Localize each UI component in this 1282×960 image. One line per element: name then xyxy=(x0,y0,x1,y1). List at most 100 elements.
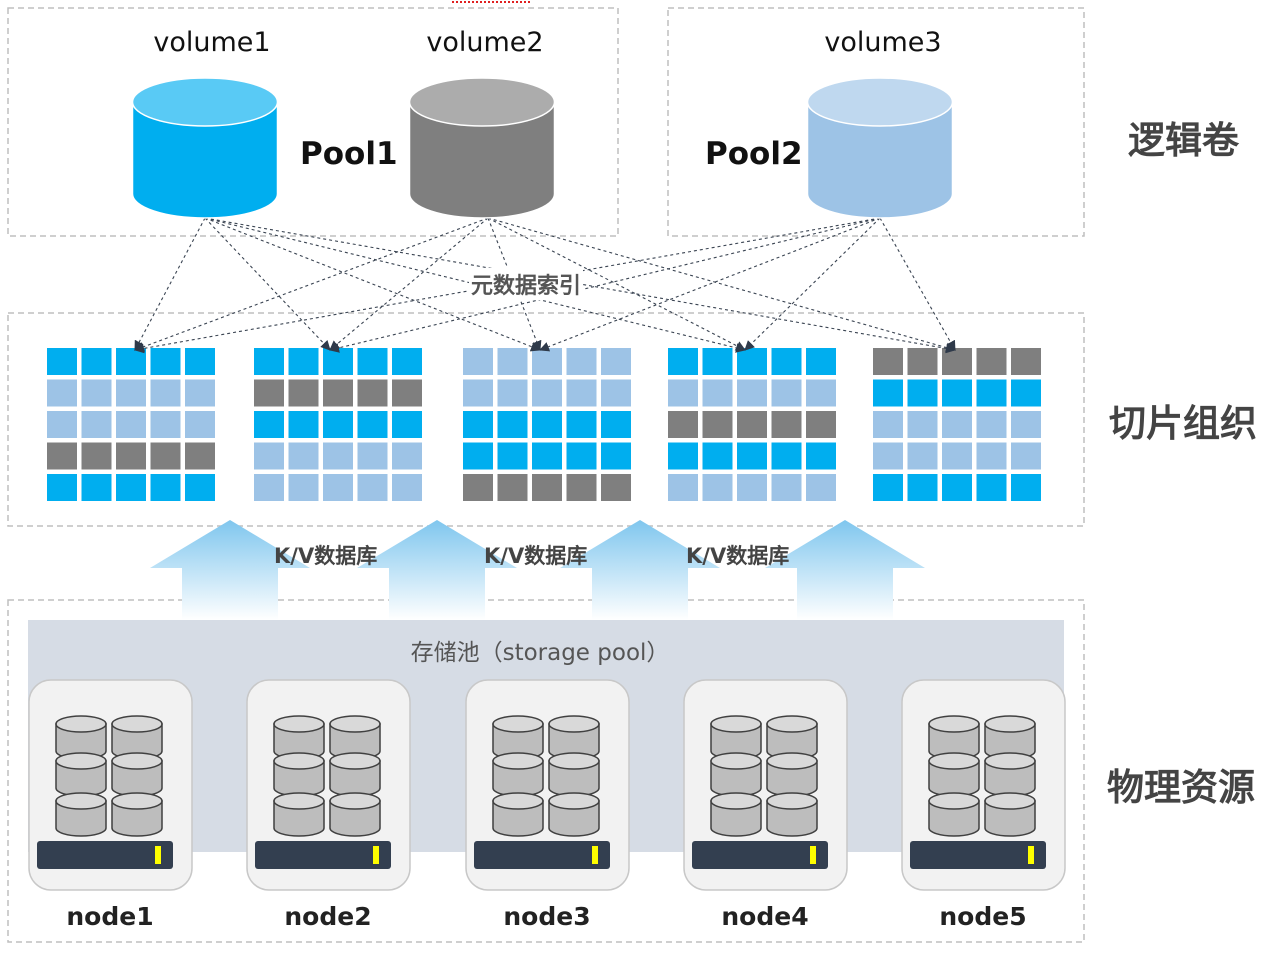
slice-cell xyxy=(288,442,319,470)
slice-cell xyxy=(668,379,698,407)
slice-cell xyxy=(463,379,493,407)
slice-cell xyxy=(873,442,903,470)
slice-cell xyxy=(357,379,388,407)
slice-cell xyxy=(288,474,319,501)
node5-label: node5 xyxy=(939,902,1027,931)
slice-cell xyxy=(497,411,528,438)
slice-cell xyxy=(737,379,767,407)
slice-cell xyxy=(47,379,77,407)
disk-top xyxy=(55,752,107,770)
disk-body xyxy=(710,800,762,837)
slice-cell xyxy=(1011,348,1041,375)
disk-top xyxy=(273,715,325,733)
slice-cell xyxy=(116,442,146,470)
server-bar xyxy=(255,841,391,869)
slice-cell xyxy=(81,379,112,407)
kv-db-label-1: K/V数据库 xyxy=(274,544,378,568)
metadata-link-v3-s4 xyxy=(744,217,881,351)
node1-server xyxy=(28,679,193,891)
slice-cell xyxy=(873,411,903,438)
slice-cell xyxy=(323,474,353,501)
slice-cell xyxy=(357,442,388,470)
slice-cell xyxy=(357,474,388,501)
slice-cell xyxy=(185,379,215,407)
slice-cell xyxy=(601,442,631,470)
slice-cell xyxy=(323,411,353,438)
layer-label-logical: 逻辑卷 xyxy=(1128,119,1239,162)
slice-cell xyxy=(497,348,528,375)
slice-cell xyxy=(288,411,319,438)
disk-top xyxy=(766,752,818,770)
slice-cell xyxy=(976,379,1007,407)
disk-top xyxy=(766,792,818,810)
slice-cell xyxy=(942,442,972,470)
slice-cell xyxy=(392,379,422,407)
slice-cell xyxy=(566,348,597,375)
slice-cell xyxy=(392,474,422,501)
kv-db-label-3: K/V数据库 xyxy=(686,544,790,568)
slice-cell xyxy=(288,379,319,407)
volume2-cylinder xyxy=(408,77,556,219)
slice-cell xyxy=(532,442,562,470)
disk-body xyxy=(928,800,980,837)
slice-cell xyxy=(497,379,528,407)
node5-server xyxy=(901,679,1066,891)
slice-cell xyxy=(942,474,972,501)
slice-cell xyxy=(47,442,77,470)
disk-top xyxy=(766,715,818,733)
disk-top xyxy=(55,715,107,733)
slice-cell xyxy=(907,474,938,501)
disk-top xyxy=(548,792,600,810)
server-bar xyxy=(37,841,173,869)
slice-cell xyxy=(566,411,597,438)
up-arrow-3 xyxy=(560,520,720,620)
slice-cell xyxy=(668,474,698,501)
slice-cell xyxy=(185,348,215,375)
up-arrow-2 xyxy=(357,520,517,620)
slice-cell xyxy=(942,348,972,375)
slice-cell xyxy=(323,379,353,407)
slice-cell xyxy=(1011,442,1041,470)
slice-cell xyxy=(873,474,903,501)
volume3-cylinder-top xyxy=(806,77,954,127)
node4-label: node4 xyxy=(721,902,809,931)
slice-cell xyxy=(81,411,112,438)
slice-cell xyxy=(254,442,284,470)
slice-cell xyxy=(185,474,215,501)
slice-cell xyxy=(81,348,112,375)
slice-cell xyxy=(976,474,1007,501)
slice-cell xyxy=(806,411,836,438)
slice-cell xyxy=(566,379,597,407)
slice-grid-2 xyxy=(254,348,422,501)
slice-cell xyxy=(392,442,422,470)
slice-cell xyxy=(942,411,972,438)
slice-cell xyxy=(702,379,733,407)
metadata-link-v3-s2 xyxy=(329,217,881,353)
slice-cell xyxy=(907,442,938,470)
slice-cell xyxy=(566,474,597,501)
disk-top xyxy=(548,752,600,770)
disk-body xyxy=(273,800,325,837)
disk-top xyxy=(111,792,163,810)
slice-cell xyxy=(806,379,836,407)
node2-server xyxy=(246,679,411,891)
slice-cell xyxy=(497,442,528,470)
metadata-link-v2-s1 xyxy=(134,217,489,352)
slice-cell xyxy=(532,348,562,375)
slice-cell xyxy=(737,442,767,470)
slice-cell xyxy=(601,474,631,501)
slice-cell xyxy=(873,379,903,407)
disk-top xyxy=(548,715,600,733)
metadata-link-v3-s3 xyxy=(539,217,881,352)
slice-cell xyxy=(116,379,146,407)
slice-cell xyxy=(357,411,388,438)
metadata-link-v2-s4 xyxy=(487,217,746,351)
volume1-label: volume1 xyxy=(153,27,271,58)
slice-cell xyxy=(288,348,319,375)
slice-grid-4 xyxy=(668,348,836,501)
status-indicator xyxy=(155,846,161,864)
metadata-link-v2-s2 xyxy=(329,217,489,351)
slice-cell xyxy=(497,474,528,501)
slice-cell xyxy=(463,442,493,470)
